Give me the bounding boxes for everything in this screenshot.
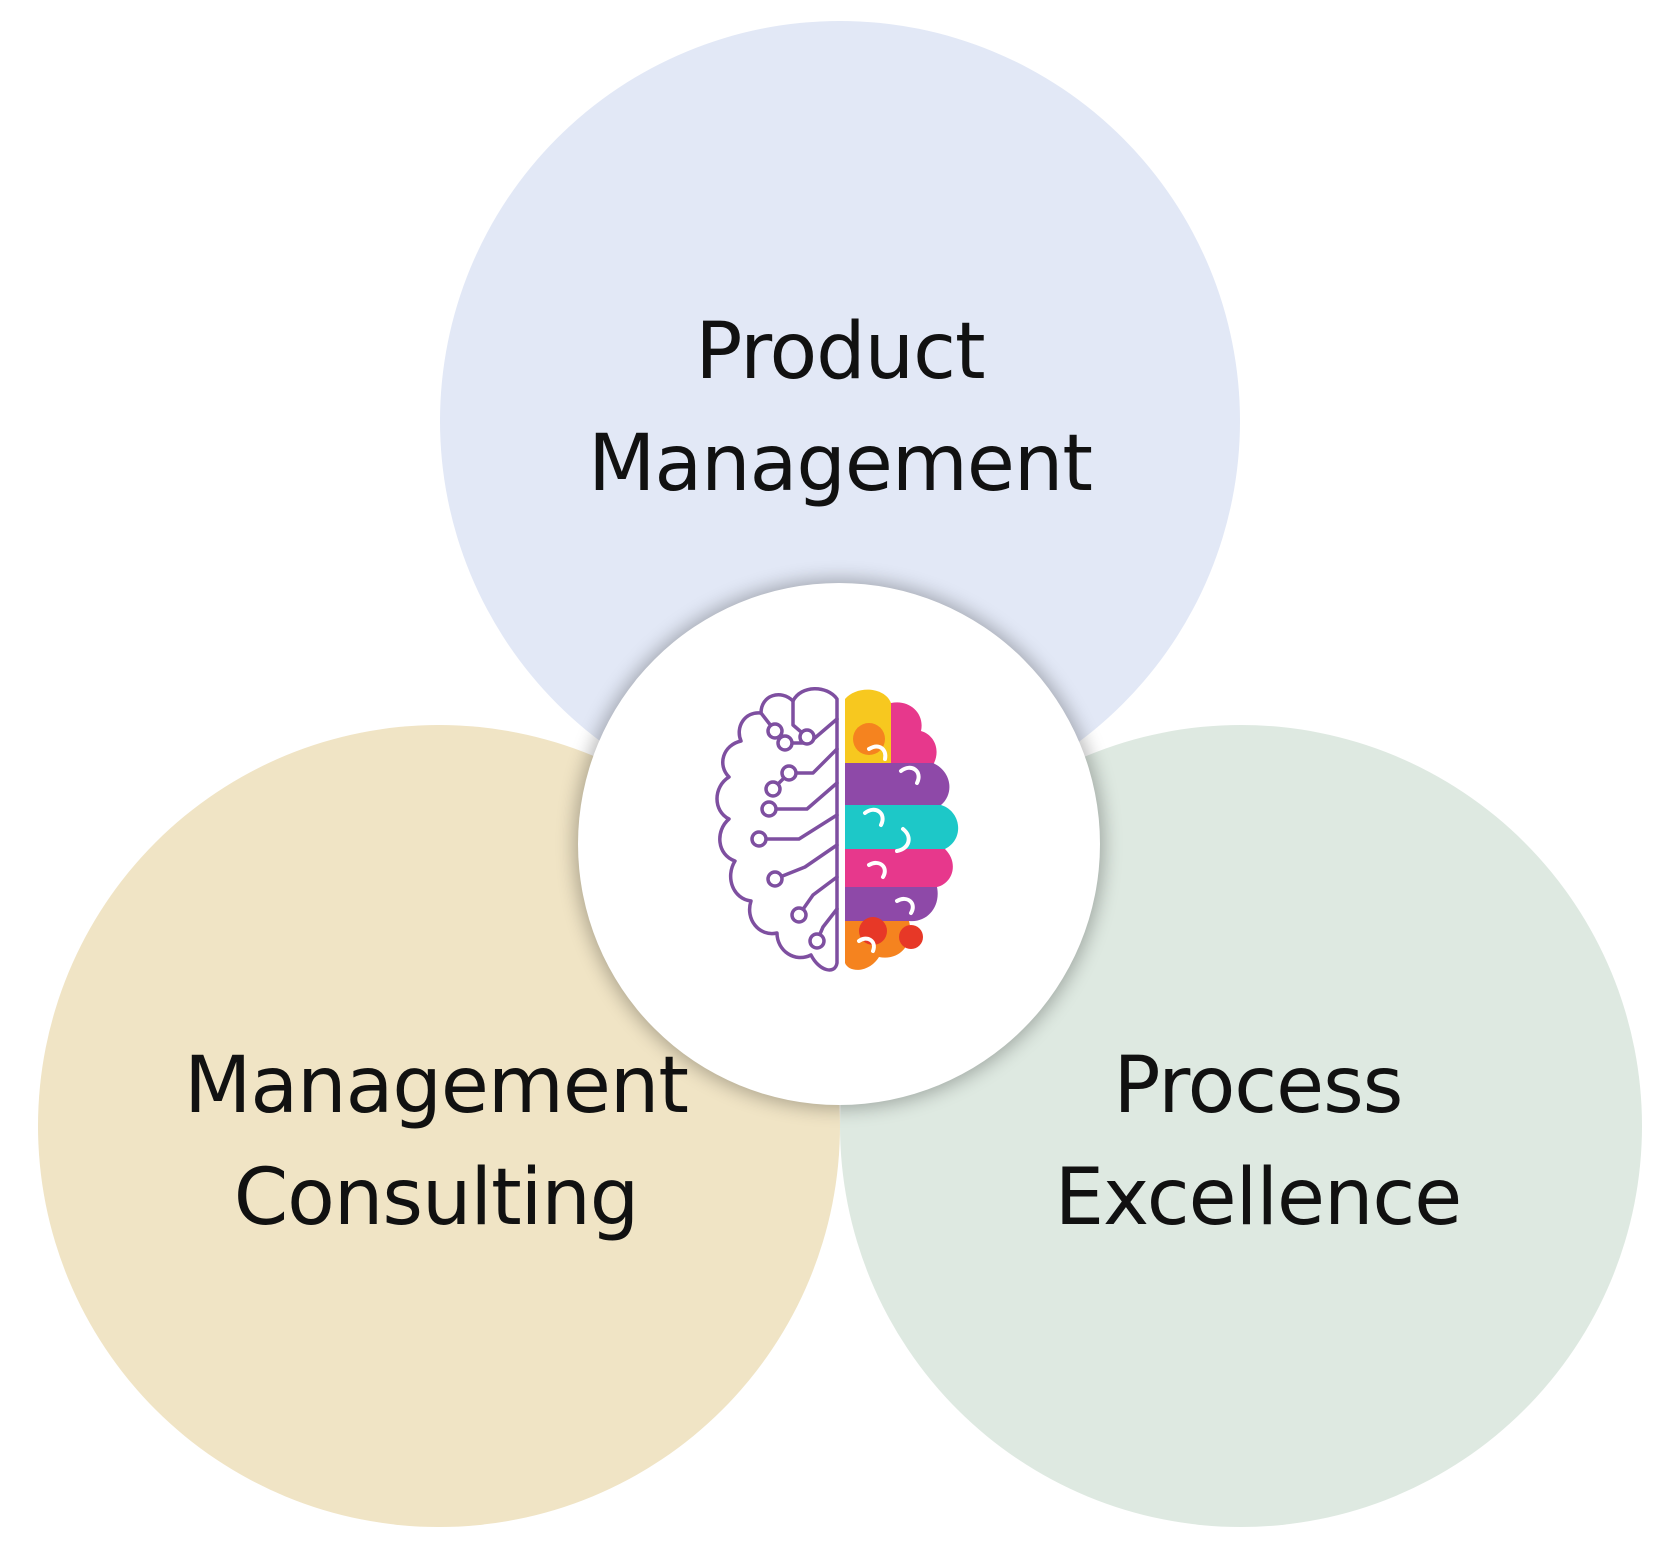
label-right-line1: Process xyxy=(1113,1041,1404,1131)
brain-left-hemisphere xyxy=(715,687,839,972)
label-process-excellence: Process Excellence xyxy=(958,1030,1558,1254)
brain-right-hemisphere xyxy=(845,689,959,970)
label-right-line2: Excellence xyxy=(1054,1153,1463,1243)
label-management-consulting: Management Consulting xyxy=(136,1030,736,1254)
label-product-management: Product Management xyxy=(540,296,1140,520)
brain-folds xyxy=(857,744,921,953)
center-circle xyxy=(578,583,1100,1105)
brain-icon xyxy=(715,687,959,975)
label-top-line1: Product xyxy=(695,307,985,397)
brain-circuit-nodes xyxy=(750,722,826,950)
label-left-line2: Consulting xyxy=(233,1153,640,1243)
label-top-line2: Management xyxy=(588,419,1093,509)
label-left-line1: Management xyxy=(184,1041,689,1131)
